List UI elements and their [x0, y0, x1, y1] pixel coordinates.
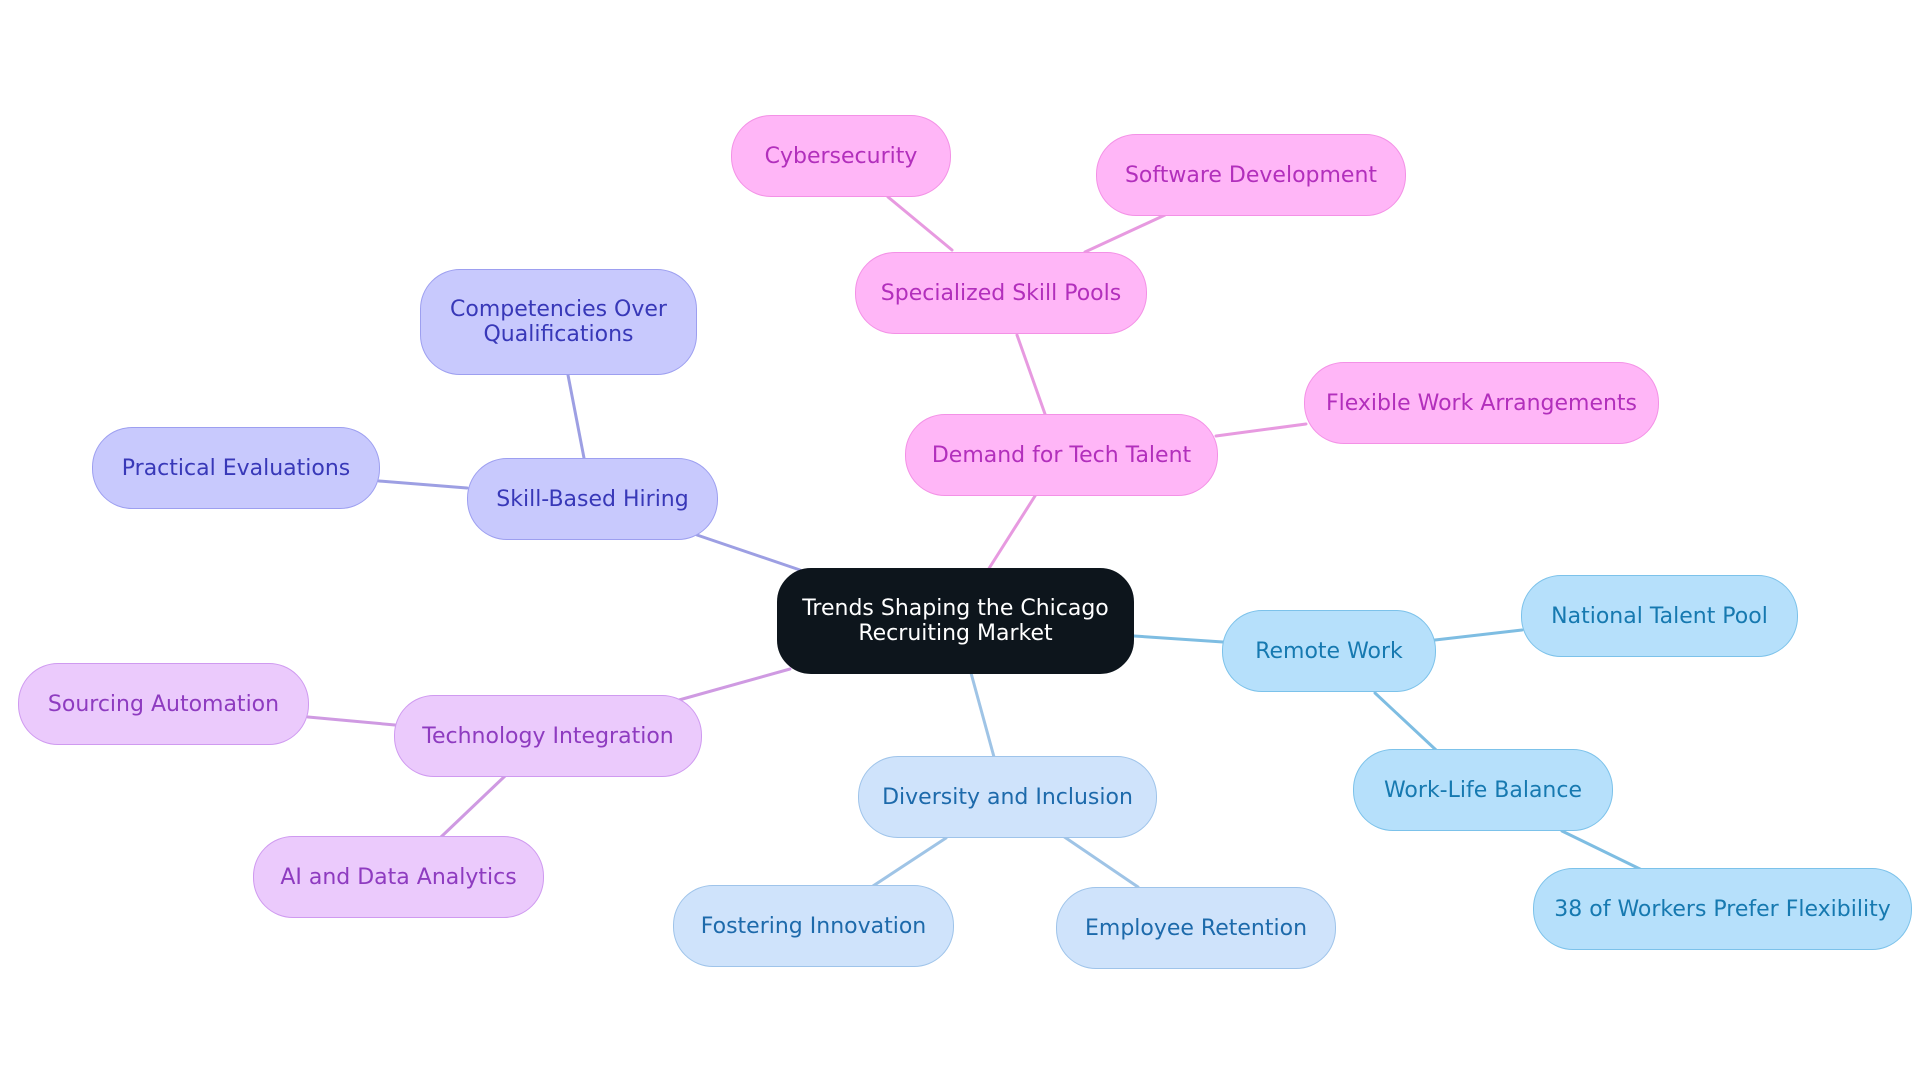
- edge-center-diversity: [969, 671, 996, 759]
- node-work-life-balance[interactable]: Work-Life Balance: [1353, 749, 1613, 831]
- central-topic-node[interactable]: Trends Shaping the Chicago Recruiting Ma…: [777, 568, 1134, 674]
- node-specialized-skill-pools[interactable]: Specialized Skill Pools: [855, 252, 1147, 334]
- node-workers-prefer-flexibility[interactable]: 38 of Workers Prefer Flexibility: [1533, 868, 1912, 950]
- edge-remote-national: [1433, 628, 1524, 642]
- edge-diversity-innovation: [871, 836, 948, 888]
- edge-technology-sourcing: [306, 715, 397, 727]
- node-ai-and-data-analytics[interactable]: AI and Data Analytics: [253, 836, 544, 918]
- node-fostering-innovation[interactable]: Fostering Innovation: [673, 885, 954, 967]
- node-sourcing-automation[interactable]: Sourcing Automation: [18, 663, 309, 745]
- node-label: Practical Evaluations: [121, 455, 351, 481]
- node-demand-for-tech-talent[interactable]: Demand for Tech Talent: [905, 414, 1218, 496]
- node-label: Competencies Over Qualifications: [450, 297, 667, 347]
- node-practical-evaluations[interactable]: Practical Evaluations: [92, 427, 380, 509]
- edge-demand-flexible: [1214, 422, 1308, 438]
- node-flexible-work-arrangements[interactable]: Flexible Work Arrangements: [1304, 362, 1659, 444]
- node-label: Technology Integration: [422, 723, 674, 749]
- edge-center-skillhiring: [695, 533, 802, 572]
- node-label: 38 of Workers Prefer Flexibility: [1554, 896, 1891, 922]
- node-technology-integration[interactable]: Technology Integration: [394, 695, 702, 777]
- node-software-development[interactable]: Software Development: [1096, 134, 1406, 216]
- edge-remote-worklife: [1373, 691, 1438, 752]
- node-skill-based-hiring[interactable]: Skill-Based Hiring: [467, 458, 718, 540]
- node-label: Demand for Tech Talent: [931, 442, 1192, 468]
- edge-skillhiring-practical: [377, 479, 469, 490]
- node-cybersecurity[interactable]: Cybersecurity: [731, 115, 951, 197]
- node-label: Sourcing Automation: [47, 691, 280, 717]
- edge-center-demand: [986, 494, 1037, 572]
- node-label: Cybersecurity: [764, 143, 918, 169]
- edge-worklife-flexibility: [1560, 829, 1644, 872]
- node-employee-retention[interactable]: Employee Retention: [1056, 887, 1336, 969]
- node-label: Remote Work: [1255, 638, 1403, 664]
- node-diversity-and-inclusion[interactable]: Diversity and Inclusion: [858, 756, 1157, 838]
- edge-diversity-retention: [1061, 834, 1140, 889]
- node-label: National Talent Pool: [1551, 603, 1768, 629]
- node-label: Fostering Innovation: [700, 913, 927, 939]
- node-label: Employee Retention: [1084, 915, 1308, 941]
- edge-demand-skillpools: [1015, 333, 1047, 416]
- edge-skillhiring-competencies: [566, 373, 586, 460]
- node-label: Specialized Skill Pools: [880, 280, 1122, 306]
- node-remote-work[interactable]: Remote Work: [1222, 610, 1436, 692]
- edge-center-technology: [677, 667, 792, 702]
- node-competencies-over-qualifications[interactable]: Competencies Over Qualifications: [420, 269, 697, 375]
- node-label: AI and Data Analytics: [280, 864, 517, 890]
- node-label: Flexible Work Arrangements: [1325, 390, 1638, 416]
- edge-technology-ai: [439, 774, 507, 839]
- edge-center-remote: [1132, 634, 1225, 644]
- node-national-talent-pool[interactable]: National Talent Pool: [1521, 575, 1798, 657]
- central-topic-label: Trends Shaping the Chicago Recruiting Ma…: [802, 596, 1109, 646]
- edge-skillpools-software: [1083, 213, 1167, 254]
- node-label: Work-Life Balance: [1383, 777, 1583, 803]
- node-label: Diversity and Inclusion: [882, 784, 1133, 810]
- node-label: Skill-Based Hiring: [496, 486, 689, 512]
- node-label: Software Development: [1124, 162, 1378, 188]
- edge-skillpools-cyber: [886, 195, 954, 252]
